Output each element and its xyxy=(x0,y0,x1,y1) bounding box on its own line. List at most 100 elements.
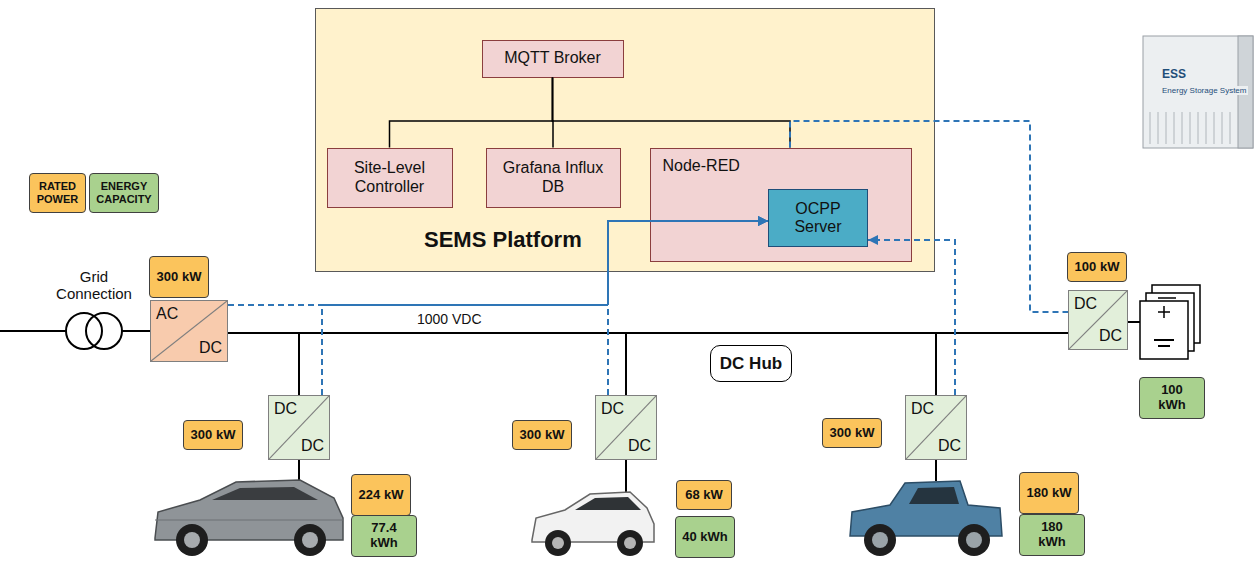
node-text: 224 kW xyxy=(359,488,404,503)
pickup-truck xyxy=(966,532,982,548)
compact-car xyxy=(575,497,641,510)
power-line xyxy=(228,333,936,395)
storage-container xyxy=(1230,112,1231,144)
storage-container xyxy=(1150,112,1151,144)
hatchback-car xyxy=(184,532,200,548)
legend-swatch: ENERGY CAPACITY xyxy=(89,173,159,213)
pickup-truck xyxy=(872,532,888,548)
data-line xyxy=(608,221,768,395)
container-label: ESS xyxy=(1160,68,1188,82)
hatchback-car xyxy=(212,487,318,500)
grid-transformer xyxy=(66,313,102,349)
node-text: MQTT Broker xyxy=(504,49,601,67)
hatchback-car xyxy=(176,524,208,556)
server-box: OCPP Server xyxy=(768,189,868,247)
hatchback-car xyxy=(155,520,343,521)
node-text: AC xyxy=(156,305,178,323)
pickup-truck xyxy=(864,524,896,556)
converter-box: DCDC xyxy=(1068,290,1128,350)
rated-power-badge: 100 kW xyxy=(1067,252,1128,282)
grid-transformer xyxy=(122,330,150,332)
rated-power-badge: 68 kW xyxy=(676,480,732,510)
energy-capacity-badge: 77.4 kWh xyxy=(351,515,417,557)
battery-stack xyxy=(1158,297,1176,299)
software-box: OCPP ServerNode-RED xyxy=(650,148,912,262)
voltage-label: 1000 VDC xyxy=(415,311,484,327)
converter-diagonal xyxy=(269,396,329,459)
grid-label: Grid Connection xyxy=(46,268,142,303)
converter-box: AC DC xyxy=(150,300,228,362)
node-text: DC Hub xyxy=(720,354,782,374)
node-text: DC xyxy=(1099,327,1122,345)
node-text: DC xyxy=(911,400,934,418)
node-text: 77.4 kWh xyxy=(358,521,410,551)
hub-box: DC Hub xyxy=(710,345,792,382)
node-text: 300 kW xyxy=(191,428,236,443)
rated-power-badge: 180 kW xyxy=(1019,472,1079,514)
storage-container xyxy=(1174,112,1175,144)
node-text: 300 kW xyxy=(830,426,875,441)
software-box: Grafana Influx DB xyxy=(486,148,621,208)
compact-car xyxy=(617,530,643,556)
software-box: Site-Level Controller xyxy=(327,148,453,208)
platform-panel: MQTT BrokerSite-Level Controller Grafana … xyxy=(315,8,935,272)
node-text: DC xyxy=(274,400,297,418)
node-text: DC xyxy=(199,339,222,357)
node-text: DC xyxy=(628,437,651,455)
vehicle-wire xyxy=(299,322,1140,492)
node-text: Grafana Influx DB xyxy=(493,159,614,196)
converter-box: DC DC xyxy=(595,395,657,460)
compact-car xyxy=(532,492,654,556)
battery-stack xyxy=(1154,339,1174,341)
legend-text: ENERGY CAPACITY xyxy=(93,180,155,205)
storage-container xyxy=(1143,36,1253,148)
rated-power-badge: 224 kW xyxy=(351,474,411,516)
hatchback-car xyxy=(302,532,318,548)
converter-diagonal xyxy=(1069,291,1127,349)
rated-power-badge: 300 kW xyxy=(822,418,883,448)
storage-container xyxy=(1206,112,1207,144)
data-line xyxy=(868,240,955,395)
storage-container xyxy=(1222,112,1223,144)
rated-power-badge: 300 kW xyxy=(183,420,244,450)
converter-diagonal xyxy=(906,396,966,459)
node-text: 300 kW xyxy=(157,270,202,285)
converter-diagonal xyxy=(151,301,227,361)
compact-car xyxy=(545,530,571,556)
node-text: DC xyxy=(601,400,624,418)
node-text: 68 kW xyxy=(685,488,723,503)
legend-swatch: RATED POWER xyxy=(29,173,86,213)
storage-container xyxy=(1214,112,1215,144)
pickup-truck xyxy=(909,487,959,504)
power-line xyxy=(228,333,299,395)
node-text: SEMS Platform xyxy=(424,227,582,252)
storage-container xyxy=(1158,112,1159,144)
grid-transformer xyxy=(86,313,122,349)
bus-line xyxy=(553,78,791,148)
rated-power-badge: 300 kW xyxy=(149,256,209,298)
storage-container xyxy=(1182,112,1183,144)
grid-transformer xyxy=(0,313,150,349)
grid-transformer xyxy=(0,330,66,332)
node-text: 180 kW xyxy=(1027,486,1072,501)
storage-container xyxy=(1166,112,1167,144)
bus-line xyxy=(552,78,554,148)
battery-stack xyxy=(1140,301,1188,359)
storage-container xyxy=(1198,112,1199,144)
legend-text: RATED POWER xyxy=(33,180,82,205)
storage-container xyxy=(1143,36,1253,148)
battery-stack xyxy=(1158,345,1170,347)
energy-capacity-badge: 180 kWh xyxy=(1019,514,1085,556)
power-line xyxy=(228,332,1068,334)
bus-line xyxy=(390,78,553,148)
node-text: 40 kWh xyxy=(682,530,728,545)
data-line xyxy=(322,221,768,395)
container-label: Energy Storage System xyxy=(1160,86,1248,95)
pickup-truck xyxy=(958,524,990,556)
data-line xyxy=(790,121,1068,312)
pickup-truck xyxy=(850,481,1002,556)
compact-car xyxy=(552,537,564,549)
node-text: DC xyxy=(301,437,324,455)
converter-box: DC DC xyxy=(268,395,330,460)
